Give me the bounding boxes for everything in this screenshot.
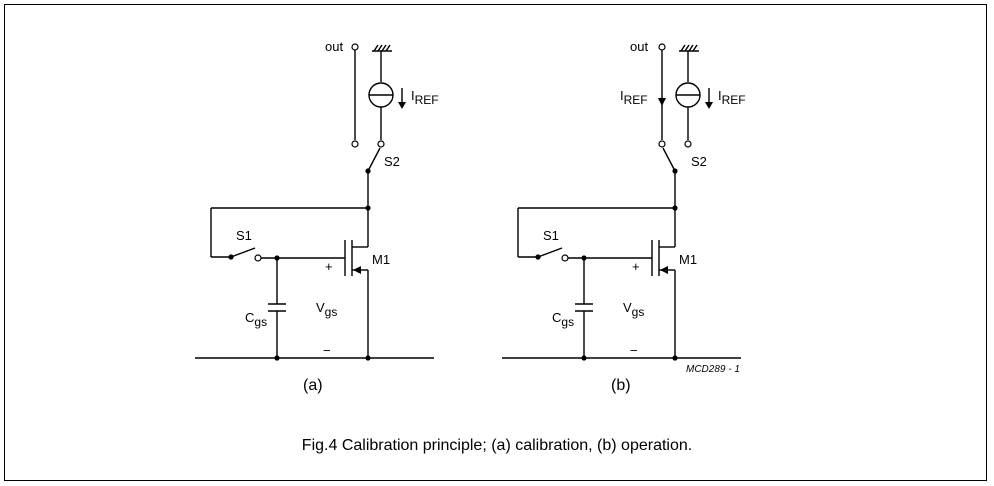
s2-label: S2 [691, 154, 707, 169]
panel-a: out IREF S2 [195, 39, 439, 394]
iref-out-label: IREF [620, 88, 648, 107]
plus-sign: + [632, 259, 640, 274]
figure-caption: Fig.4 Calibration principle; (a) calibra… [301, 437, 693, 454]
ground-symbol [372, 44, 392, 52]
m1-label: M1 [679, 252, 697, 267]
cgs-capacitor [575, 258, 593, 358]
cgs-label: Cgs [552, 310, 574, 329]
cgs-label: Cgs [245, 310, 267, 329]
m1-label: M1 [372, 252, 390, 267]
panel-b-label: (b) [611, 377, 631, 394]
s1-switch [228, 247, 262, 262]
panel-b: out IREF IREF S2 [502, 39, 746, 394]
out-label: out [630, 39, 648, 54]
panel-a-label: (a) [303, 377, 323, 394]
drawing-code: MCD289 - 1 [686, 364, 740, 375]
minus-sign: − [630, 343, 638, 358]
out-label: out [325, 39, 343, 54]
figure-frame [4, 4, 987, 481]
iref-label: IREF [718, 88, 746, 107]
s2-switch [365, 147, 381, 174]
s2-switch [662, 147, 678, 174]
iref-label: IREF [411, 88, 439, 107]
current-source [368, 82, 394, 108]
m1-transistor [344, 240, 368, 276]
vgs-label: Vgs [316, 300, 337, 319]
out-terminal [658, 43, 666, 148]
current-source [675, 82, 701, 108]
s1-label: S1 [543, 228, 559, 243]
s2-label: S2 [384, 154, 400, 169]
ground-symbol [679, 44, 699, 52]
out-terminal [351, 43, 359, 148]
vgs-label: Vgs [623, 300, 644, 319]
iref-arrow [398, 88, 406, 109]
iref-arrow [705, 88, 713, 109]
cgs-capacitor [268, 258, 286, 358]
plus-sign: + [325, 259, 333, 274]
m1-transistor [651, 240, 675, 276]
s1-switch [535, 247, 569, 262]
minus-sign: − [323, 343, 331, 358]
s1-label: S1 [236, 228, 252, 243]
